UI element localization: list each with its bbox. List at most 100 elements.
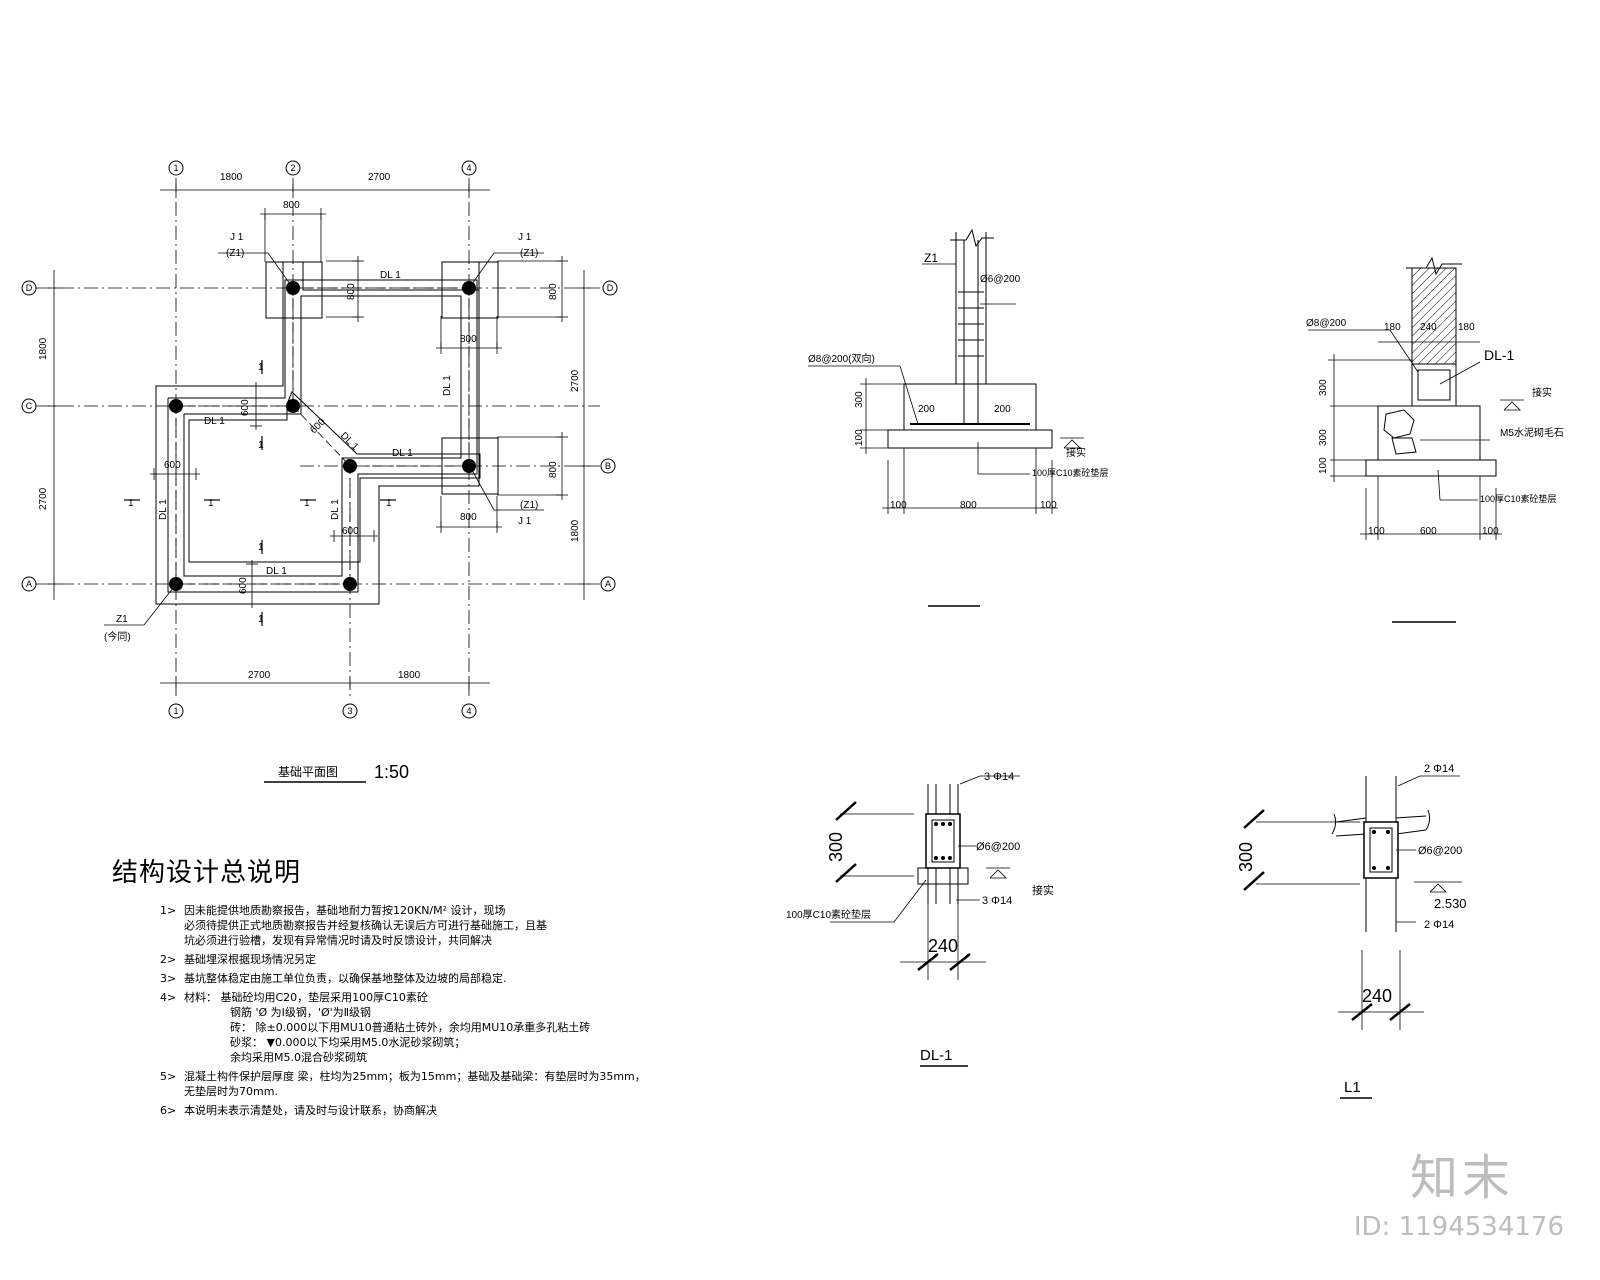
dl1-detail-text: 3 Φ14 Ø6@200 3 Φ14 接实 100厚C10素砼垫层 300 24… [786,771,1054,1064]
dl-pad: 100厚C10素砼垫层 [786,908,871,921]
label-dl1-side: DL 1 [158,499,169,520]
sec-1-f: 1 [208,498,214,509]
dim-bottom-2700: 2700 [248,670,271,681]
axis-bubbles [21,160,618,719]
dl-bot-bars: 3 Φ14 [982,895,1012,907]
section-markers [124,360,396,626]
s1-d200-l: 200 [918,404,935,415]
label-dl1-inner: DL 1 [330,499,341,520]
structural-notes: 结构设计总说明 1>因未能提供地质勘察报告，基础地耐力暂按120KN/M² 设计… [112,852,712,1122]
dimension-lines [48,184,590,689]
s2-d180-l: 180 [1384,322,1401,333]
l1-elev: 2.530 [1434,896,1467,911]
dim-bottom-1800: 1800 [398,670,421,681]
s2-d300-a: 300 [1318,379,1329,396]
l1-top-bars: 2 Φ14 [1424,763,1454,775]
label-z1-tr: (Z1) [520,248,538,259]
note-2: 2>基础埋深根据现场情况另定 [160,953,316,966]
axis-A-right: A [605,579,611,589]
s2-d180-r: 180 [1458,322,1475,333]
note-3: 3>基坑整体稳定由施工单位负责，以确保基地整体及边坡的局部稳定. [160,972,507,985]
watermark-logo: 知末 [1409,1150,1514,1206]
s1-pad: 100厚C10素砼垫层 [1032,467,1109,478]
foundation-plan: 1 2 4 1 3 4 D C A D B A [21,160,618,719]
dim-600-b: 600 [342,526,359,537]
dim-800-v3: 800 [548,461,559,478]
axis-B-right: B [605,461,611,471]
section-z1-text: Z1 Ø6@200 Ø8@200(双向) 300 100 200 200 100… [808,251,1109,511]
s2-d240: 240 [1420,322,1437,333]
columns [169,281,476,591]
s1-d100-r: 100 [1040,500,1057,511]
s1-d200-r: 200 [994,404,1011,415]
walls [167,279,478,593]
dim-top-1800: 1800 [220,172,243,183]
ground-beams [175,287,470,585]
section-z1-footing [808,228,1084,607]
dl-name: DL-1 [920,1047,953,1064]
s1-grade: 接实 [1066,446,1086,459]
s2-d100: 100 [1318,457,1329,474]
axis-3-bottom: 3 [347,706,352,716]
section-dl1-footing [1308,256,1524,623]
dim-600-c: 600 [240,399,251,416]
axis-4-bottom: 4 [466,706,471,716]
dl-height: 300 [826,832,846,862]
s2-dl: DL-1 [1484,347,1515,363]
label-dl1-mid: DL 1 [392,448,413,459]
label-dl1-diag: DL 1 [338,430,361,453]
l1-bot-bars: 2 Φ14 [1424,919,1454,931]
dim-800-right: 800 [460,334,477,345]
label-same: (今同) [104,630,131,643]
sec-1-b: 1 [258,440,264,451]
s2-d300-b: 300 [1318,429,1329,446]
dl-width: 240 [928,936,958,956]
sec-1-g: 1 [304,498,310,509]
l1-beam-detail [1243,775,1462,1099]
l1-height: 300 [1236,842,1256,872]
plan-scale: 1:50 [374,762,409,782]
s2-d600: 600 [1420,526,1437,537]
plan-title: 基础平面图 [278,765,338,779]
s2-d100-l: 100 [1368,526,1385,537]
dim-800-v2: 800 [548,283,559,300]
plan-text: 1800 2700 2700 1800 1800 2700 2700 1800 … [38,172,581,782]
label-z1-col: Z1 [116,614,128,625]
sec-1-e: 1 [128,498,134,509]
label-dl1-top: DL 1 [380,270,401,281]
l1-stirrup: Ø6@200 [1418,845,1462,857]
dim-left-1800: 1800 [38,337,49,360]
label-z1-br: (Z1) [520,500,538,511]
dl-stirrup: Ø6@200 [976,841,1020,853]
notes-title: 结构设计总说明 [112,858,302,888]
dl-grade: 接实 [1032,883,1054,897]
s2-pad: 100厚C10素砼垫层 [1480,493,1557,504]
axis-C-left: C [26,401,33,411]
axis-D-left: D [26,283,33,293]
dim-800-bottom: 800 [460,512,477,523]
l1-detail-text: 2 Φ14 Ø6@200 2.530 2 Φ14 300 240 L1 [1236,763,1467,1096]
s1-d800: 800 [960,500,977,511]
s2-d100-r: 100 [1482,526,1499,537]
label-j1-tl: J 1 [230,232,244,243]
section-dl1-text: Ø8@200 180 240 180 DL-1 300 300 100 接实 M… [1306,318,1564,537]
dim-left-2700: 2700 [38,487,49,510]
sec-1-c: 1 [258,542,264,553]
s1-stirrup: Ø6@200 [980,274,1021,285]
label-dl1-right: DL 1 [442,375,453,396]
dim-600-a: 600 [164,460,181,471]
dim-600-e: 600 [308,416,328,436]
axis-1-bottom: 1 [173,706,178,716]
sec-1-h: 1 [386,498,392,509]
dim-600-d: 600 [238,577,249,594]
dl1-beam-detail [830,775,1020,1067]
s1-d100: 100 [854,429,865,446]
s1-d300: 300 [854,391,865,408]
sec-1-d: 1 [258,614,264,625]
dim-top-2700: 2700 [368,172,391,183]
dim-right-2700: 2700 [570,369,581,392]
note-4: 4>材料： 基础砼均用C20，垫层采用100厚C10素砼 钢筋 'Ø 为Ⅰ级钢，… [160,991,591,1064]
dl-top-bars: 3 Φ14 [984,771,1014,783]
label-z1-tl: (Z1) [226,248,244,259]
s1-bars: Ø8@200(双向) [808,352,875,365]
